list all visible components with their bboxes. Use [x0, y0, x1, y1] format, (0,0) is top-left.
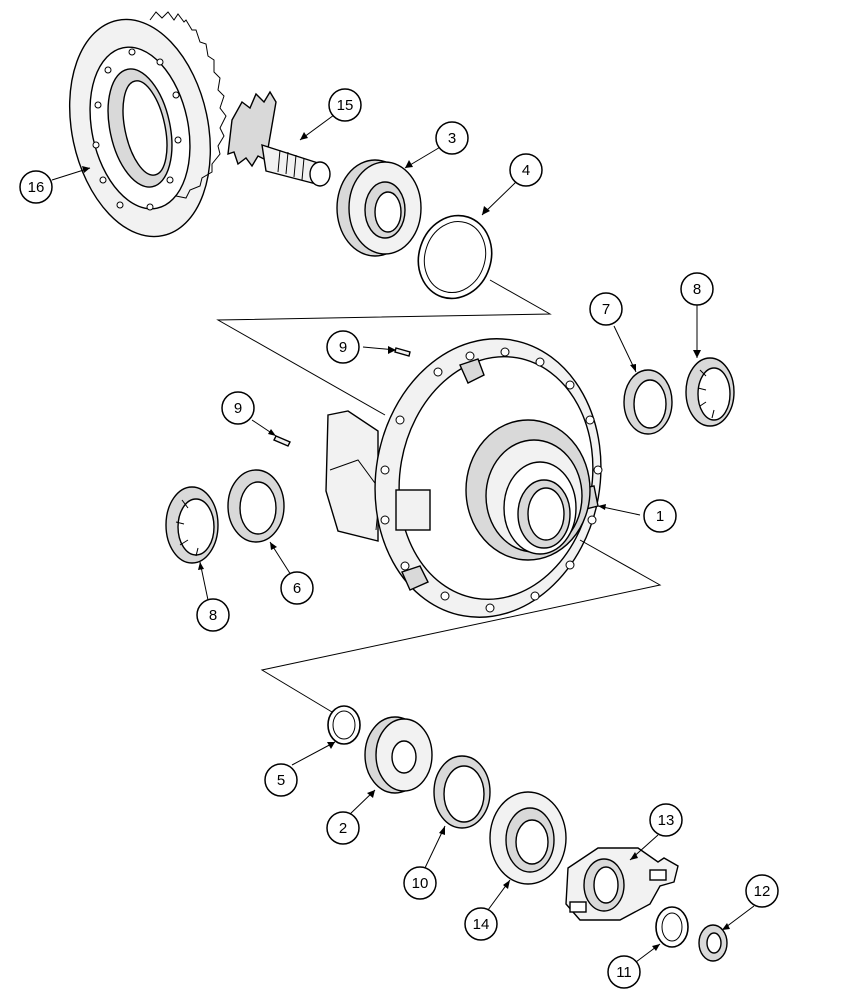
- adjuster-nut-8-right: [685, 357, 735, 427]
- o-ring-4: [417, 214, 493, 300]
- callout-4: 4: [509, 153, 543, 187]
- callout-7-label: 7: [602, 301, 610, 318]
- callout-12-label: 12: [754, 883, 771, 900]
- bearing-2: [364, 716, 433, 794]
- callout-15-label: 15: [337, 97, 354, 114]
- snap-ring-5: [327, 705, 361, 745]
- callout-9-lower: 9: [221, 391, 255, 425]
- carrier-housing: [325, 338, 603, 618]
- callout-2-label: 2: [339, 820, 347, 837]
- callout-3: 3: [435, 121, 469, 155]
- callout-5: 5: [264, 763, 298, 797]
- callout-16-label: 16: [28, 179, 45, 196]
- callout-12: 12: [745, 874, 779, 908]
- ring-gear: [68, 11, 227, 238]
- callout-5-label: 5: [277, 772, 285, 789]
- bearing-cup-7: [623, 369, 673, 435]
- pin-9-lower: [273, 435, 291, 447]
- callout-9-lower-label: 9: [234, 400, 242, 417]
- callout-11-label: 11: [616, 964, 632, 981]
- callout-9-upper-label: 9: [339, 339, 347, 356]
- callout-1: 1: [643, 499, 677, 533]
- bearing-cup-6: [227, 469, 285, 543]
- leader-arrowheads: [82, 132, 730, 951]
- callout-9-upper: 9: [326, 330, 360, 364]
- callout-11: 11: [607, 955, 641, 989]
- callout-10-label: 10: [412, 875, 429, 892]
- assembly-lines: [216, 279, 662, 713]
- bearing-3: [336, 159, 422, 257]
- nut-12: [698, 924, 728, 962]
- callout-7: 7: [589, 292, 623, 326]
- seal-14: [489, 791, 567, 885]
- callout-8-left-label: 8: [209, 607, 217, 624]
- pinion-gear: [227, 90, 331, 187]
- callout-14: 14: [464, 907, 498, 941]
- callout-3-label: 3: [448, 130, 456, 147]
- yoke-13: [565, 847, 679, 921]
- callout-6: 6: [280, 571, 314, 605]
- callout-16: 16: [19, 170, 53, 204]
- callout-13: 13: [649, 803, 683, 837]
- callout-4-label: 4: [522, 162, 530, 179]
- callout-8-right-label: 8: [693, 281, 701, 298]
- callout-8-left: 8: [196, 598, 230, 632]
- callout-1-label: 1: [656, 508, 664, 525]
- callout-13-label: 13: [658, 812, 675, 829]
- adjuster-nut-8-left: [165, 486, 219, 564]
- callout-14-label: 14: [473, 916, 490, 933]
- callout-8-right: 8: [680, 272, 714, 306]
- pin-9-upper: [394, 347, 411, 357]
- bearing-cup-10: [433, 755, 491, 829]
- leader-lines: [51, 114, 755, 963]
- callout-10: 10: [403, 866, 437, 900]
- callout-2: 2: [326, 811, 360, 845]
- callout-6-label: 6: [293, 580, 301, 597]
- washer-11: [655, 906, 689, 948]
- callout-15: 15: [328, 88, 362, 122]
- callouts: 1 2 3 4 5 6 7 8: [19, 88, 779, 989]
